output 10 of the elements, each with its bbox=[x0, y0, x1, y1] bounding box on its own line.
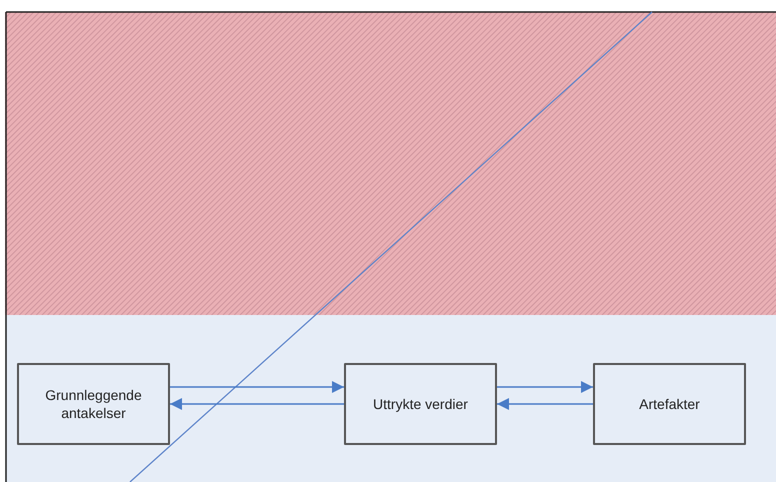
box-label: Grunnleggende antakelser bbox=[44, 386, 143, 422]
box-label: Artefakter bbox=[638, 394, 701, 414]
process-box bbox=[593, 363, 746, 445]
box-label: Uttrykte verdier bbox=[372, 394, 469, 414]
arrow bbox=[497, 398, 593, 410]
process-box bbox=[344, 363, 497, 445]
arrow bbox=[497, 381, 593, 393]
arrow bbox=[170, 398, 344, 410]
process-box bbox=[17, 363, 170, 445]
arrow bbox=[170, 381, 344, 393]
